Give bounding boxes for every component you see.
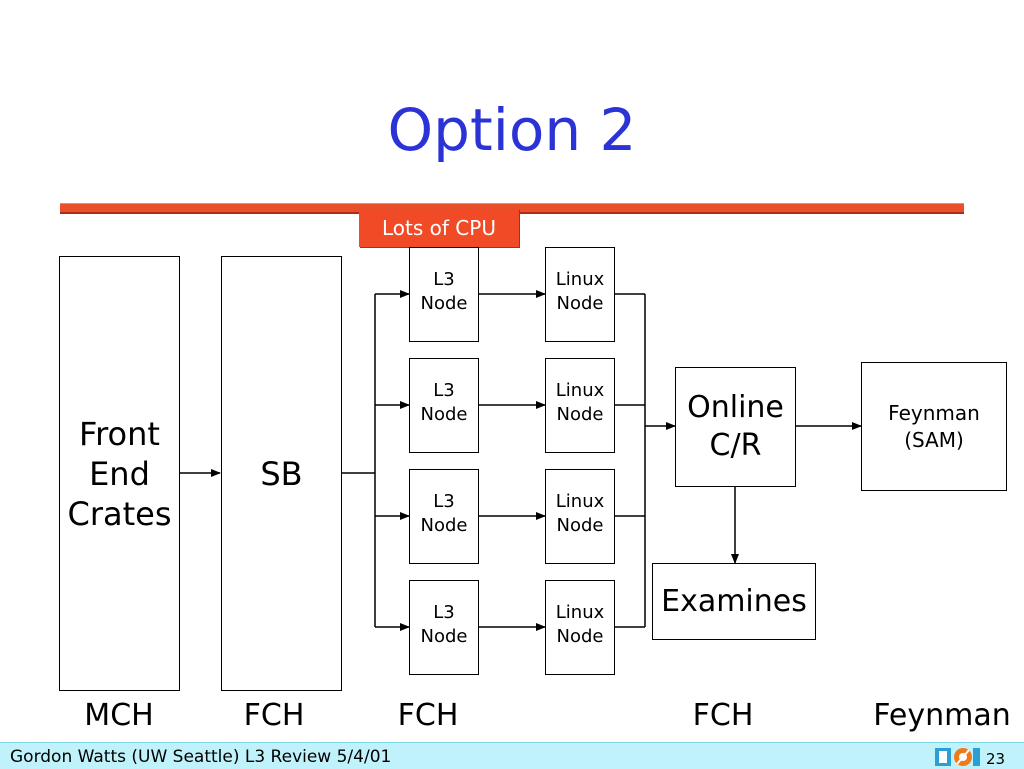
linux-node-box: Linux Node: [545, 358, 615, 453]
online-cr-box: Online C/R: [675, 367, 796, 487]
footer-text: Gordon Watts (UW Seattle) L3 Review 5/4/…: [10, 747, 392, 767]
lots-of-cpu-callout: Lots of CPU: [359, 209, 519, 247]
column-label-fch: FCH: [397, 698, 459, 733]
slide-title: Option 2: [387, 96, 637, 164]
examines-box: Examines: [652, 563, 816, 640]
sb-box: SB: [221, 256, 342, 691]
page-number: 23: [986, 750, 1006, 768]
l3-node-box: L3 Node: [409, 247, 479, 342]
slide-footer: Gordon Watts (UW Seattle) L3 Review 5/4/…: [0, 742, 1024, 769]
front-end-crates-box: Front End Crates: [59, 256, 180, 691]
l3-node-box: L3 Node: [409, 469, 479, 564]
l3-node-box: L3 Node: [409, 580, 479, 675]
title-divider: [60, 204, 964, 212]
linux-node-box: Linux Node: [545, 469, 615, 564]
column-label-mch: MCH: [84, 698, 154, 733]
linux-node-box: Linux Node: [545, 580, 615, 675]
d0-logo-icon: [935, 748, 980, 766]
feynman-sam-box: Feynman (SAM): [861, 362, 1007, 491]
column-label-fch: FCH: [692, 698, 754, 733]
linux-node-box: Linux Node: [545, 247, 615, 342]
l3-node-box: L3 Node: [409, 358, 479, 453]
column-label-feynman: Feynman: [873, 698, 1011, 733]
column-label-fch: FCH: [243, 698, 305, 733]
